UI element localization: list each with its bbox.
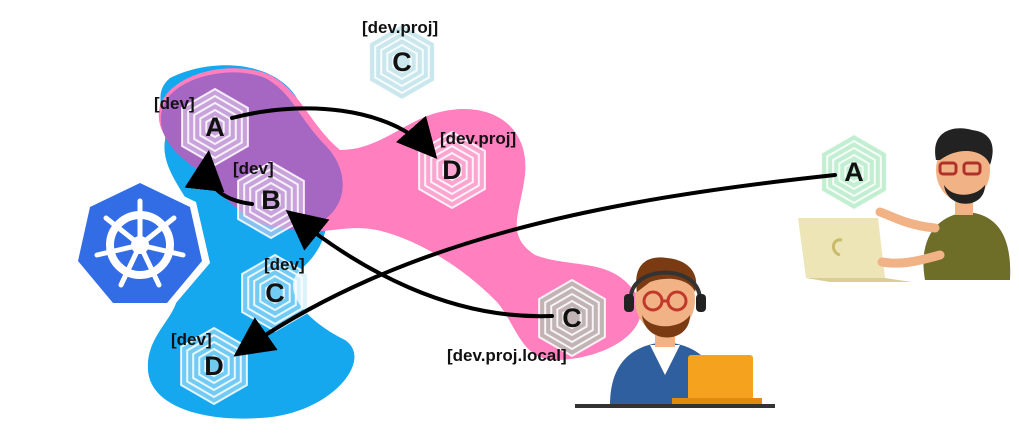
tag-b-dev: [dev]	[233, 159, 274, 178]
tag-c-dev: [dev]	[264, 255, 305, 274]
service-letter-a-dev: A	[205, 112, 225, 142]
service-letter-c-local: C	[562, 303, 582, 333]
service-letter-c-top: C	[392, 47, 412, 77]
tag-a-dev: [dev]	[154, 94, 195, 113]
kubernetes-helm-wheel-icon	[70, 175, 210, 310]
service-letter-b-dev: B	[261, 185, 281, 215]
arrow-a-remote-to-d-dev	[233, 173, 837, 357]
developer-with-headset-icon	[575, 257, 775, 408]
request-arrows	[184, 106, 837, 357]
tag-d-dev: [dev]	[171, 330, 212, 349]
arrow-c-local-to-b	[285, 209, 554, 319]
service-letter-d-dev: D	[204, 351, 224, 381]
service-letter-a-remote: A	[844, 157, 864, 187]
hexagon-service-icon: C	[241, 253, 309, 333]
arrow-b-to-a	[184, 150, 254, 206]
tag-d-proj: [dev.proj]	[440, 129, 516, 148]
developer-with-laptop-icon	[798, 128, 1011, 282]
hexagon-service-icon: D	[180, 326, 248, 406]
tag-c-top: [dev.proj]	[362, 18, 438, 37]
service-letter-d-proj: D	[442, 155, 462, 185]
service-letter-c-dev: C	[265, 278, 285, 308]
arrow-a-to-d-proj	[230, 106, 438, 160]
hexagon-service-icon: C	[538, 278, 606, 358]
tag-c-local: [dev.proj.local]	[447, 346, 567, 365]
hexagon-service-icon: A	[820, 132, 888, 212]
service-tags: [dev.proj] [dev] [dev] [dev.proj] [dev] …	[154, 18, 567, 365]
hexagon-service-icon: C	[368, 22, 436, 102]
